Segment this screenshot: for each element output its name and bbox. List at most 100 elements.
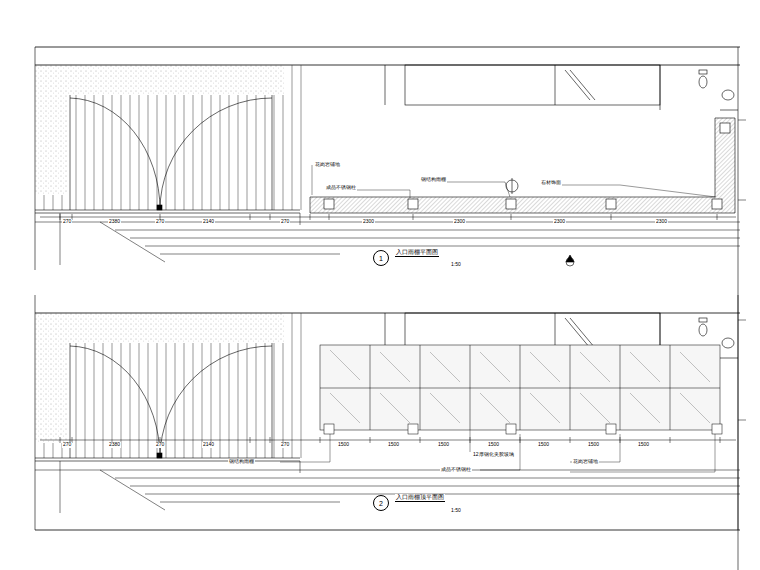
glass-canopy	[520, 345, 521, 430]
dimension: 1500	[637, 442, 650, 448]
section-callout: 2	[373, 495, 389, 511]
leader-note: 钢结构雨棚	[228, 459, 255, 465]
callout-number: 1	[379, 255, 383, 262]
canopy-beam	[712, 199, 722, 209]
dimension: 2300	[553, 219, 566, 225]
canopy-beam	[310, 118, 735, 213]
leader-note: 钢结构雨棚	[420, 177, 447, 183]
drawing-frame	[35, 530, 740, 531]
dimension-line	[329, 214, 330, 220]
dimension-line	[511, 214, 512, 220]
dimension-line	[270, 437, 271, 443]
dimension: 2300	[453, 219, 466, 225]
canopy-beam	[408, 199, 418, 209]
dimension: 2380	[108, 442, 121, 448]
glass-canopy	[408, 424, 418, 434]
drawing-title: 入口雨棚顶平面图	[395, 494, 445, 502]
leader-note: 花岗岩铺地	[572, 459, 599, 465]
dimension-line	[250, 437, 251, 443]
dimension-line	[60, 437, 61, 443]
glass-canopy	[320, 345, 722, 434]
glass-canopy	[570, 345, 571, 430]
dimension: 1500	[387, 442, 400, 448]
dimension: 2140	[202, 442, 215, 448]
glass-canopy	[630, 352, 660, 382]
dimension-line	[720, 437, 721, 443]
drawing-frame	[738, 420, 746, 421]
glass-canopy	[606, 424, 616, 434]
canopy-beam	[506, 199, 516, 209]
leader-note: 花岗岩铺地	[314, 162, 341, 168]
leader-line	[420, 182, 510, 197]
plan-1	[35, 47, 740, 530]
dimension: 1500	[487, 442, 500, 448]
leader-line	[280, 434, 330, 462]
dimension-line	[413, 214, 414, 220]
glass-canopy	[530, 393, 560, 423]
glass-canopy	[480, 393, 510, 423]
glass-canopy	[580, 352, 610, 382]
dimension-line	[570, 437, 571, 443]
drawing-title: 入口雨棚平面图	[395, 249, 439, 257]
glass-canopy	[430, 352, 460, 382]
glass-canopy	[630, 393, 660, 423]
dimension-line	[250, 214, 251, 220]
glass-canopy	[330, 393, 360, 423]
dimension: 1500	[587, 442, 600, 448]
dimension: 2300	[362, 219, 375, 225]
leader-line	[570, 434, 715, 472]
dimension-line	[60, 214, 61, 220]
glass-canopy	[420, 345, 421, 430]
dimension-line	[670, 437, 671, 443]
glass-canopy	[470, 345, 471, 430]
dimension: 270	[62, 219, 72, 225]
plan-2	[35, 295, 740, 570]
leader-line	[570, 434, 620, 462]
leader-note: 成品不锈钢柱	[325, 185, 357, 191]
dimension: 1500	[437, 442, 450, 448]
canopy-beam	[324, 199, 334, 209]
dimension: 2300	[655, 219, 668, 225]
leader-line	[470, 430, 471, 452]
dimension: 270	[155, 219, 165, 225]
glass-canopy	[680, 352, 710, 382]
callout-number: 2	[379, 500, 383, 507]
glass-canopy	[670, 345, 671, 430]
dimension: 270	[280, 219, 290, 225]
leader-line	[325, 190, 410, 198]
drawing-frame	[35, 47, 746, 530]
leader-line	[312, 165, 716, 198]
leader-note: 石材饰面	[540, 180, 562, 186]
glass-canopy	[430, 393, 460, 423]
dimension-line	[310, 214, 311, 220]
scale-note: 1:50	[450, 262, 462, 268]
dimension-line	[40, 214, 736, 220]
dimension-line	[270, 214, 271, 220]
leader-note: 成品不锈钢柱	[440, 467, 472, 473]
glass-canopy	[480, 352, 510, 382]
drawing-frame	[738, 200, 746, 201]
dimension: 270	[62, 442, 72, 448]
glass-canopy	[380, 393, 410, 423]
section-callout: 1	[373, 250, 389, 266]
glass-canopy	[580, 393, 610, 423]
dimension: 270	[155, 442, 165, 448]
dimension: 2380	[108, 219, 121, 225]
drawing-frame	[738, 320, 746, 321]
dimension: 1500	[337, 442, 350, 448]
glass-canopy	[506, 424, 516, 434]
drawing-frame	[738, 120, 746, 121]
dimension-line	[370, 437, 371, 443]
dimension-line	[420, 437, 421, 443]
leader-line	[280, 430, 715, 472]
glass-canopy	[680, 393, 710, 423]
dimension: 2140	[202, 219, 215, 225]
dimension-line	[320, 437, 321, 443]
glass-canopy	[530, 352, 560, 382]
canopy-beam	[566, 255, 574, 262]
canopy-beam	[310, 118, 735, 266]
dimension: 270	[280, 442, 290, 448]
glass-canopy	[712, 424, 722, 434]
